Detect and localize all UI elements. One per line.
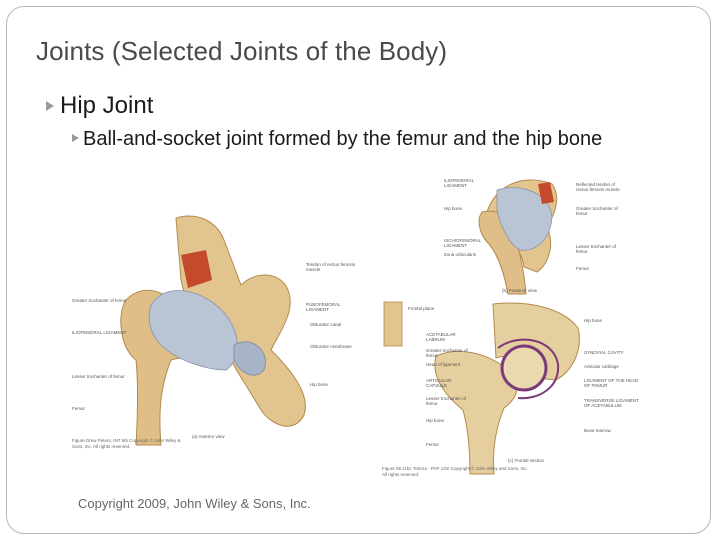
copyright-notice: Copyright 2009, John Wiley & Sons, Inc. — [78, 496, 311, 511]
label-anterior-view: (a) Anterior view — [192, 434, 225, 439]
label-iliofemoral: ILIOFEMORAL LIGAMENT — [72, 330, 127, 335]
label-obturator-membrane: Obturator membrane — [310, 344, 352, 349]
label-hip-bone-2: Hip bone — [426, 418, 445, 423]
slide-frame — [6, 6, 711, 534]
figure-frontal-section: Frontal plane Hip bone ACETABULAR LABRUM… — [378, 298, 678, 484]
label-ischiofemoral: ISCHIOFEMORAL LIGAMENT — [444, 238, 482, 248]
label-acetabular-labrum: ACETABULAR LABRUM — [426, 332, 456, 342]
label-zona-orbicularis: Zona orbicularis — [444, 252, 477, 257]
label-hip-bone: Hip bone — [310, 382, 329, 387]
bullet-hip-joint: Hip Joint — [46, 92, 153, 120]
sub-bullet-marker-icon — [72, 133, 79, 142]
label-pubofemoral: PUBOFEMORAL LIGAMENT — [306, 302, 341, 312]
label-femur: Femur — [576, 266, 590, 271]
label-articular-capsule: ARTICULAR CAPSULE — [426, 378, 452, 388]
label-synovial-cavity: SYNOVIAL CAVITY — [584, 350, 624, 355]
femoral-head — [500, 344, 548, 392]
label-femur: Femur — [72, 406, 86, 411]
label-lesser-trochanter: Lesser trochanter of femur — [426, 396, 467, 406]
capsule-outline — [497, 338, 560, 400]
frontal-caption: Figure 09.11bc Tortora - PAP 12/e Copyri… — [382, 466, 528, 477]
muscle-tendon-shape — [538, 182, 554, 204]
bullet-hip-joint-text: Hip Joint — [60, 92, 154, 119]
label-posterior-view: (b) Posterior view — [502, 288, 538, 293]
ligament-shape — [496, 187, 553, 251]
bullet-marker-icon — [46, 101, 54, 111]
figure-anterior-view: Tendon of rectus femoris muscle Greater … — [66, 210, 356, 460]
label-transverse-ligament: TRANSVERSE LIGAMENT OF ACETABULUM — [584, 398, 639, 408]
muscle-tendon-shape — [181, 250, 212, 288]
label-articular-cartilage: Articular cartilage — [584, 364, 619, 369]
label-lesser-trochanter: Lesser trochanter of femur — [576, 244, 617, 254]
label-greater-trochanter: Greater trochanter of femur — [576, 206, 618, 216]
label-iliofemoral: ILIOFEMORAL LIGAMENT — [444, 178, 475, 188]
label-obturator-canal: Obturator canal — [310, 322, 342, 327]
label-greater-trochanter: Greater trochanter of femur — [426, 348, 468, 358]
obturator-membrane-shape — [233, 341, 266, 376]
posterior-hip-illustration — [478, 179, 558, 295]
ligament-shape — [148, 290, 238, 371]
anterior-hip-illustration — [120, 215, 306, 446]
label-hip-bone: Hip bone — [584, 318, 603, 323]
label-ligament-head-femur: LIGAMENT OF THE HEAD OF FEMUR — [584, 378, 639, 388]
bullet-ball-and-socket-text: Ball-and-socket joint formed by the femu… — [83, 128, 603, 150]
slide-title: Joints (Selected Joints of the Body) — [36, 36, 448, 66]
anterior-credit: Figure Drew Peters, INT 9/5 Copyright © … — [72, 438, 181, 449]
bullet-ball-and-socket: Ball-and-socket joint formed by the femu… — [72, 128, 672, 151]
label-femur: Femur — [426, 442, 440, 447]
label-frontal-section: (c) Frontal section — [508, 458, 545, 463]
label-frontal-plane: Frontal plane — [408, 306, 435, 311]
frontal-section-illustration — [383, 301, 580, 475]
label-reflected-tendon: Reflected tendon of rectus femoris muscl… — [576, 182, 620, 192]
label-bone-marrow: Bone marrow — [584, 428, 611, 433]
label-hip-bone: Hip bone — [444, 206, 463, 211]
label-tendon-rectus: Tendon of rectus femoris muscle — [306, 262, 356, 272]
label-head-of-ligament: Head of ligament — [426, 362, 461, 367]
label-greater-trochanter: Greater trochanter of femur — [72, 298, 127, 303]
femur-shape — [434, 350, 518, 475]
label-lesser-trochanter: Lesser trochanter of femur — [72, 374, 125, 379]
frontal-plane-inset — [383, 301, 403, 347]
figure-posterior-view: ILIOFEMORAL LIGAMENT Reflected tendon of… — [442, 172, 642, 300]
